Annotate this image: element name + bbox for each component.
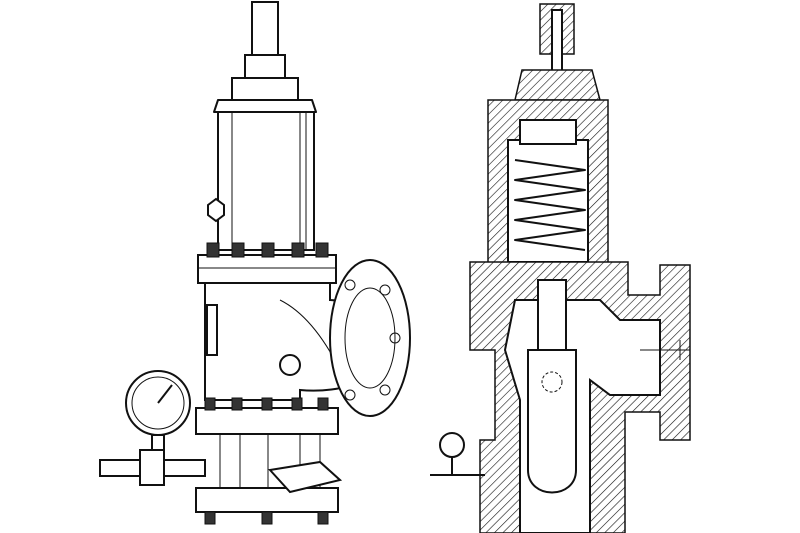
section-body [469, 261, 691, 533]
upper-flange [197, 242, 337, 284]
section-cap [514, 3, 601, 131]
sectional-view [430, 3, 691, 533]
pressure-gauge [99, 370, 206, 486]
vent-plug [207, 197, 225, 223]
flange-bolts [206, 242, 329, 258]
external-view [99, 1, 411, 525]
section-bonnet [487, 99, 609, 266]
disc-nozzle [527, 349, 577, 494]
valve-body [204, 282, 374, 401]
outlet-flange [329, 259, 411, 417]
bonnet [207, 111, 315, 251]
stem-cap [213, 1, 317, 113]
section-gauge [430, 432, 485, 476]
lower-flanges [195, 397, 343, 525]
spring [514, 159, 586, 251]
drain-plug [279, 354, 301, 376]
